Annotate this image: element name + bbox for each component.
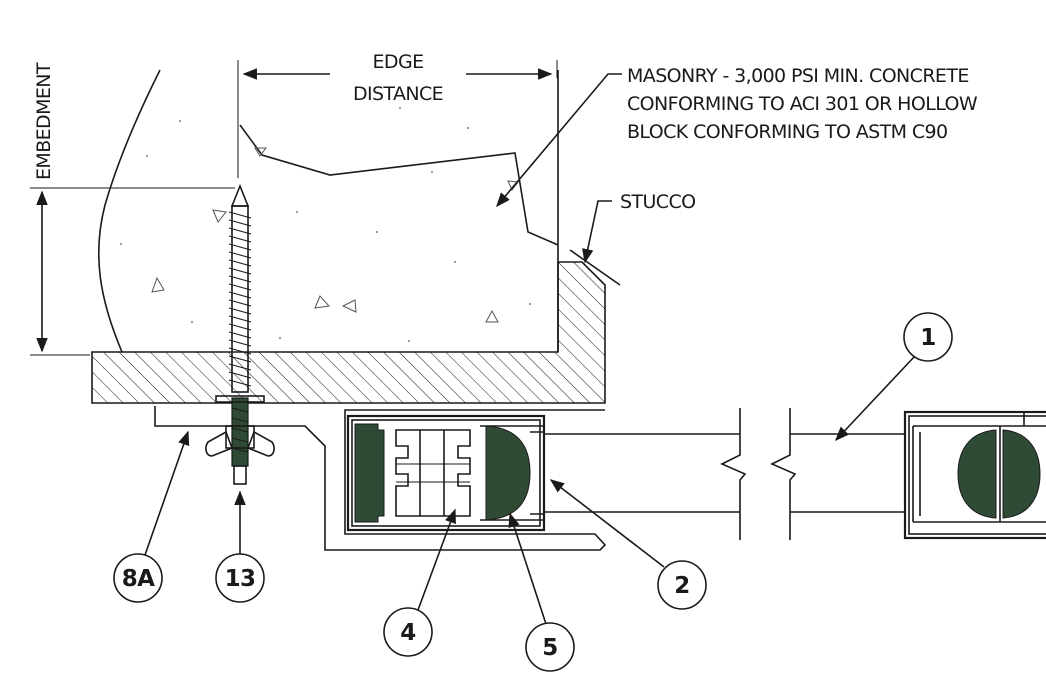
masonry-note-line2: CONFORMING TO ACI 301 OR HOLLOW	[627, 93, 978, 115]
edge-distance-label-line2: DISTANCE	[353, 83, 443, 105]
masonry-note-line1: MASONRY - 3,000 PSI MIN. CONCRETE	[627, 65, 969, 87]
concrete-aggregate	[120, 107, 531, 342]
edge-distance-label-line1: EDGE	[373, 51, 424, 73]
edge-distance-dimension: EDGE DISTANCE	[237, 51, 558, 178]
anchor-screw	[215, 183, 265, 485]
expansion-core	[395, 429, 471, 517]
callout-13: 13	[215, 490, 265, 603]
break-symbol-right	[770, 408, 797, 540]
masonry-note: MASONRY - 3,000 PSI MIN. CONCRETE CONFOR…	[496, 65, 978, 208]
callout-2-label: 2	[674, 573, 689, 599]
callout-2: 2	[549, 479, 707, 610]
stucco-note: STUCCO	[582, 191, 696, 264]
callout-4: 4	[383, 508, 456, 657]
screw-threads	[228, 211, 252, 387]
callout-5-label: 5	[542, 635, 557, 661]
callout-8a: 8A	[113, 430, 190, 603]
masonry-note-line3: BLOCK CONFORMING TO ASTM C90	[627, 121, 948, 143]
callout-5: 5	[508, 512, 575, 672]
callout-8a-label: 8A	[122, 566, 155, 592]
embedment-label: EMBEDMENT	[33, 62, 55, 180]
callout-13-label: 13	[225, 566, 256, 592]
stucco-note-label: STUCCO	[620, 191, 695, 213]
break-symbol-left	[720, 408, 747, 540]
joint-profile-right	[903, 410, 1046, 540]
joint-profile-left	[346, 414, 546, 532]
callout-1-label: 1	[920, 325, 935, 351]
stucco-layer	[91, 249, 621, 404]
mounting-angle	[154, 406, 607, 551]
masonry-substrate	[97, 69, 559, 353]
cover-span	[544, 408, 905, 540]
callout-4-label: 4	[400, 620, 415, 646]
callout-1: 1	[835, 312, 953, 442]
embedment-dimension: EMBEDMENT	[30, 62, 235, 356]
